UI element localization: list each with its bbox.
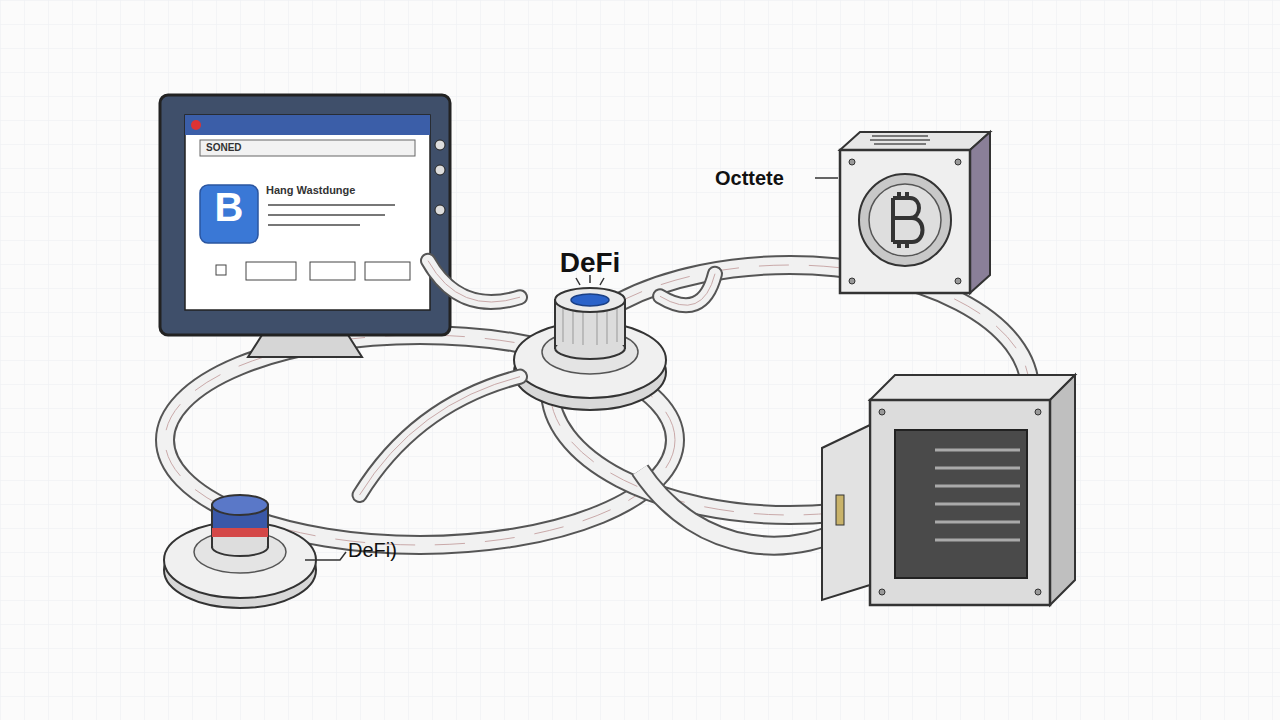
app-logo: B	[200, 185, 258, 229]
bitcoin-box	[815, 132, 990, 293]
left-puck	[164, 495, 346, 608]
monitor	[160, 95, 450, 357]
defi-node: DeFi	[520, 250, 660, 400]
callout-label: DeFi)	[348, 539, 397, 561]
page-heading: Hang Wastdunge	[266, 184, 355, 196]
browser-window: SONED B Hang Wastdunge	[188, 118, 428, 308]
vault	[822, 375, 1075, 605]
callout-label: Octtete	[715, 167, 784, 189]
leader-line	[305, 552, 346, 560]
left-defi-node: DeFi)	[160, 495, 410, 605]
leader-line	[815, 177, 838, 179]
track-connector	[360, 377, 520, 495]
bitcoin-node: Octtete	[715, 140, 977, 300]
defi-puck	[514, 275, 666, 410]
node-label: DeFi	[520, 248, 660, 279]
track-connector	[428, 261, 520, 302]
track-connector	[660, 274, 715, 306]
address-text: SONED	[206, 142, 242, 153]
